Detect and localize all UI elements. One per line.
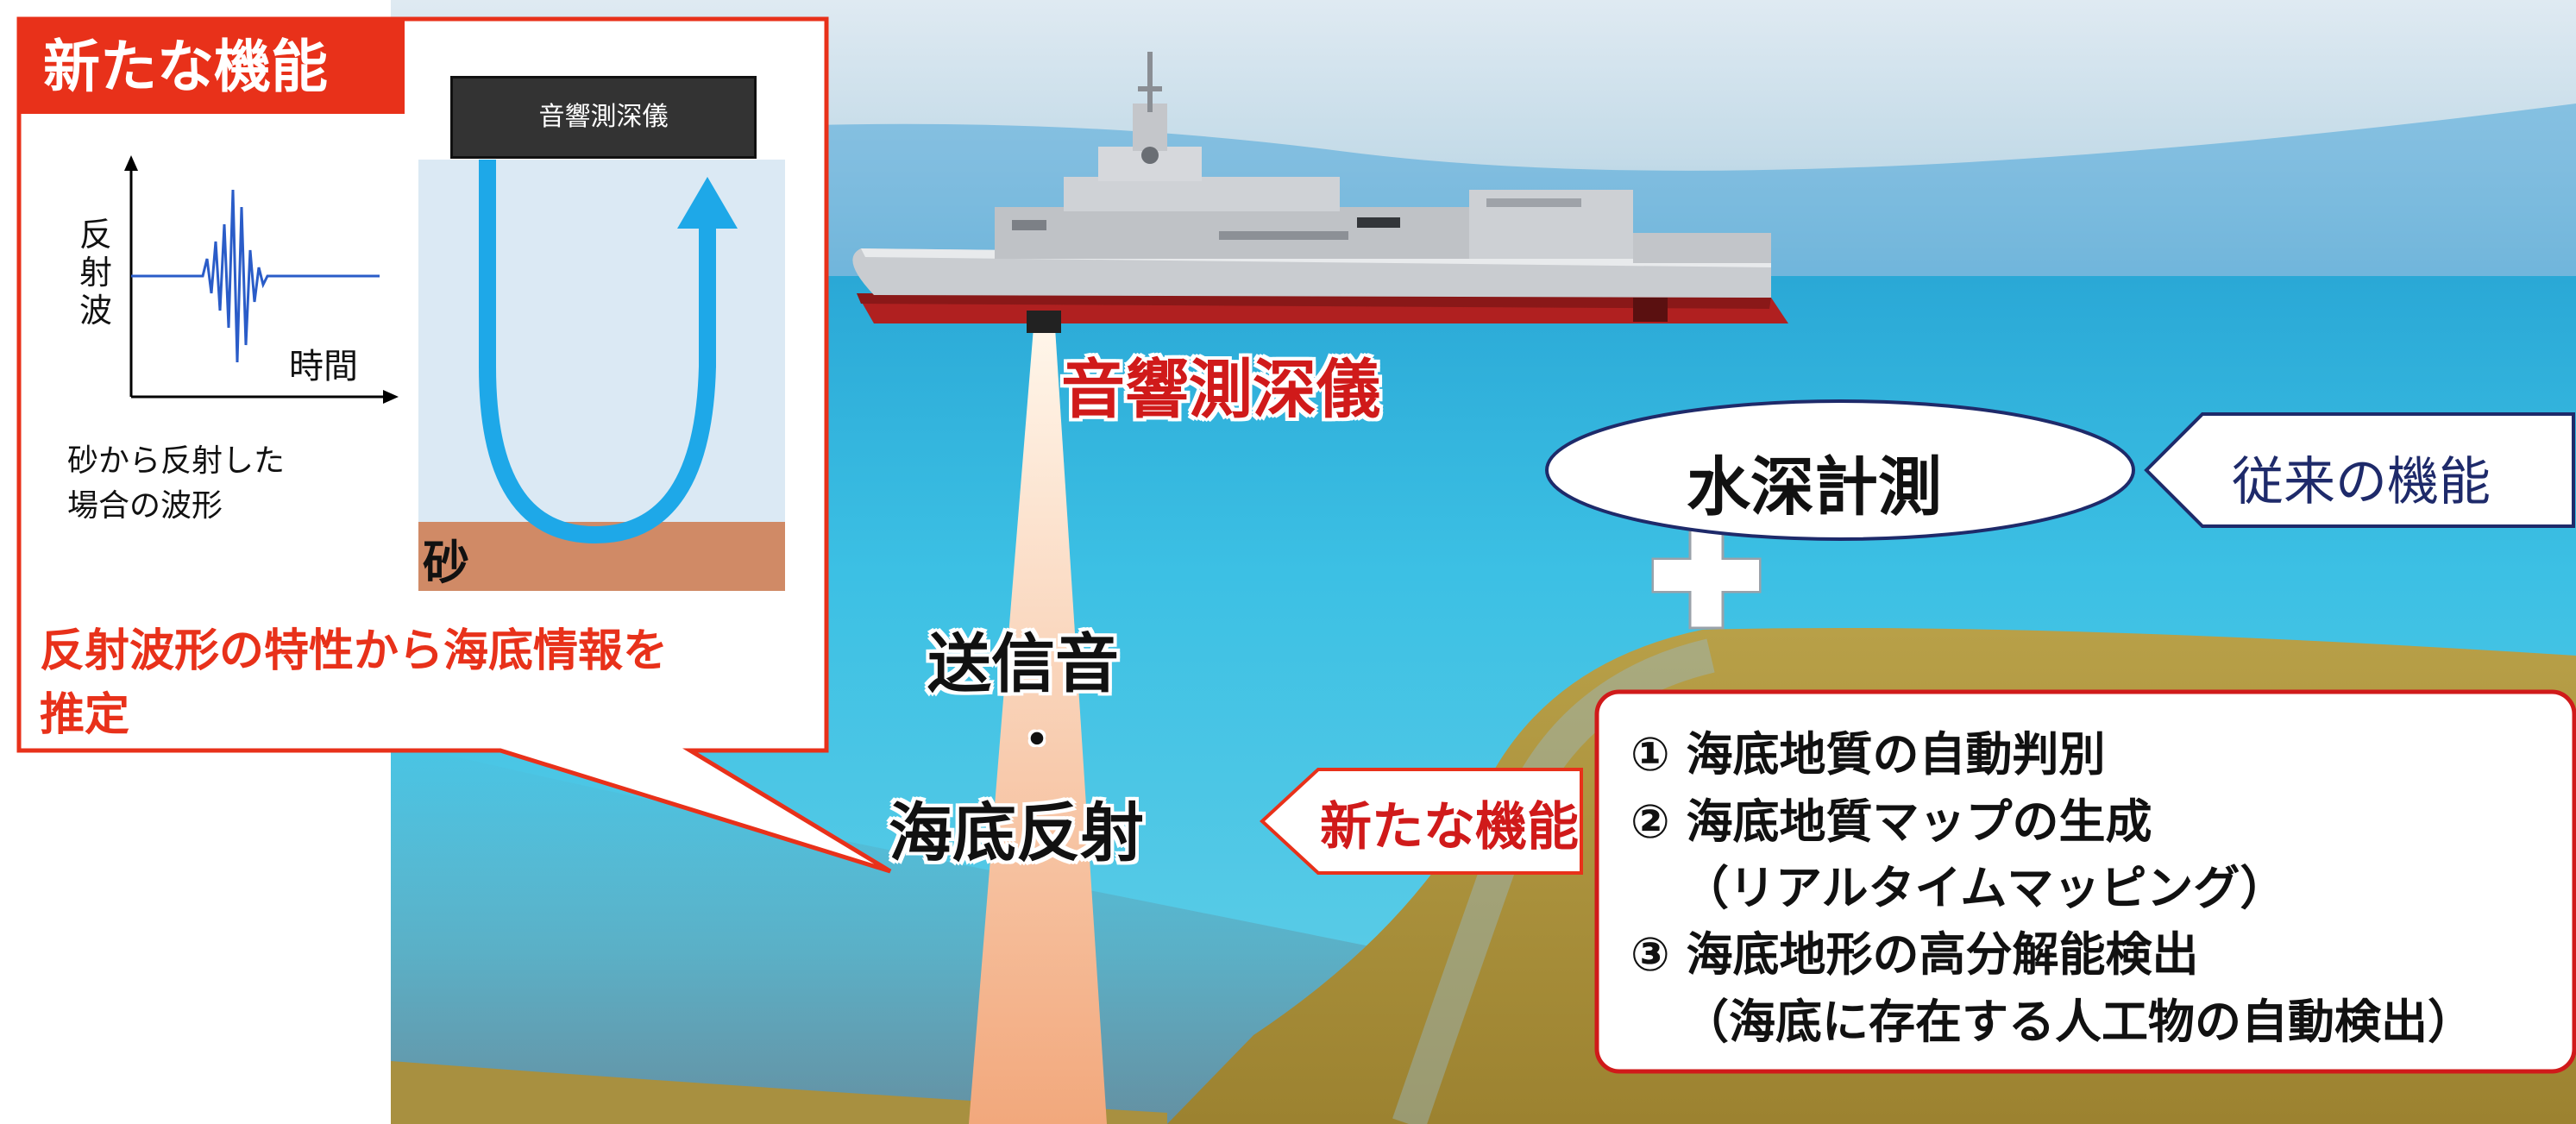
transmit-label: 送信音 <box>927 627 1119 701</box>
depth-measure-label: 水深計測 <box>1687 450 1942 524</box>
inset-tag: 新たな機能 <box>21 21 405 114</box>
feature-3-sub: （海底に存在する人工物の自動検出） <box>1682 995 2474 1049</box>
feature-1: ① 海底地質の自動判別 <box>1630 727 2106 782</box>
features-box <box>1594 689 2576 1074</box>
ship-illustration <box>852 52 1788 333</box>
inset-summary-line2: 推定 <box>40 689 130 741</box>
sonar-beam <box>969 328 1107 1124</box>
new-function-tag: 新たな機能 <box>1320 797 1579 857</box>
feature-2: ② 海底地質マップの生成 <box>1630 794 2152 849</box>
sounder-label: 音響測深儀 <box>1061 353 1380 427</box>
inset-caption-line1: 砂から反射した <box>67 443 286 479</box>
inset-summary-line1: 反射波形の特性から海底情報を <box>40 625 669 677</box>
x-axis-label: 時間 <box>289 347 358 386</box>
separator-dot: ・ <box>1011 711 1063 771</box>
sounder-box: 音響測深儀 <box>450 76 757 159</box>
waveform-graph <box>124 155 399 404</box>
depth-measure-bubble <box>1545 399 2135 541</box>
y-axis-label: 反射波 <box>79 216 113 330</box>
conventional-tag: 従来の機能 <box>2232 452 2491 512</box>
feature-2-sub: （リアルタイムマッピング） <box>1682 861 2287 915</box>
plus-icon <box>1651 521 1762 630</box>
seabed-label: 砂 <box>423 536 469 590</box>
reflection-path-icon <box>479 160 738 544</box>
conventional-callout <box>2144 412 2575 528</box>
reflect-label: 海底反射 <box>889 796 1144 870</box>
new-function-callout <box>1260 768 1583 875</box>
inset-caption-line2: 場合の波形 <box>67 488 223 524</box>
feature-3: ③ 海底地形の高分解能検出 <box>1630 927 2199 982</box>
